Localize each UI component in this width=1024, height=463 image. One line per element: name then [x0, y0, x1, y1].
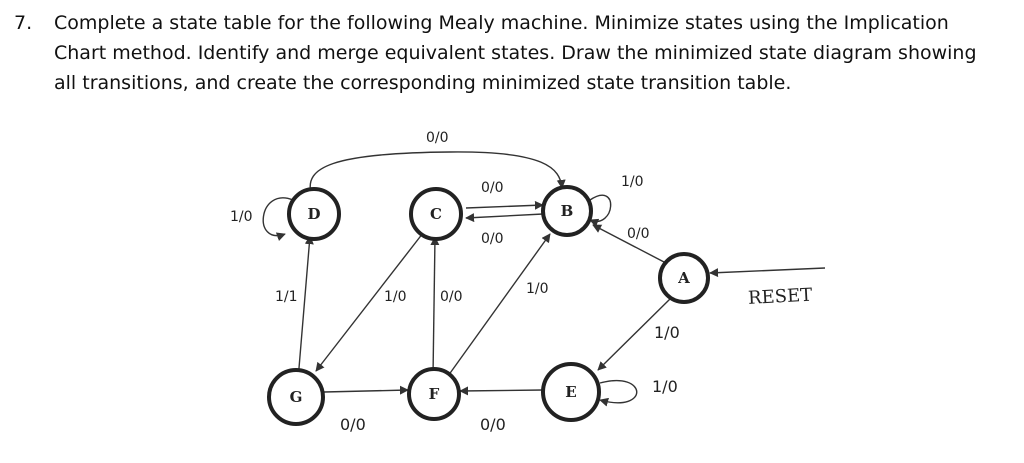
reset-arrow — [709, 267, 826, 278]
edge-f-to-c — [430, 236, 440, 377]
question-line-3: all transitions, and create the correspo… — [54, 72, 792, 94]
state-a: A — [658, 252, 710, 304]
edge-label-a-to-e: 1/0 — [654, 323, 680, 342]
edge-a-to-b — [592, 224, 665, 263]
edge-label-b-self: 1/0 — [621, 174, 644, 190]
edge-label-g-to-d: 1/1 — [275, 289, 298, 305]
state-e-label: E — [565, 383, 576, 401]
state-e: E — [541, 362, 601, 422]
edge-b-to-c — [465, 213, 544, 223]
edge-label-a-to-b: 0/0 — [627, 226, 650, 242]
edge-label-f-to-c: 0/0 — [440, 289, 463, 305]
reset-label: RESET — [748, 285, 813, 309]
question-line-2: Chart method. Identify and merge equival… — [54, 42, 977, 64]
state-b-label: B — [561, 202, 574, 220]
edge-label-d-self: 1/0 — [230, 209, 253, 225]
edge-label-e-to-f: 0/0 — [480, 415, 506, 434]
edge-g-to-d — [297, 235, 314, 381]
state-c: C — [409, 187, 463, 241]
edge-label-c-to-g: 1/0 — [384, 289, 407, 305]
edge-b-self — [589, 194, 612, 228]
state-d: D — [287, 187, 341, 241]
state-f: F — [407, 367, 461, 421]
edge-label-c-to-b: 0/0 — [481, 180, 504, 196]
edge-e-to-f — [459, 386, 544, 396]
edge-g-to-f — [323, 385, 409, 395]
question-line-1: Complete a state table for the following… — [54, 12, 949, 34]
state-f-label: F — [429, 385, 440, 403]
state-d-label: D — [307, 205, 320, 223]
edge-d-to-b — [309, 151, 566, 194]
edge-c-to-g — [315, 232, 424, 372]
state-g-label: G — [290, 388, 303, 406]
state-g: G — [267, 368, 325, 426]
state-c-label: C — [430, 205, 442, 223]
edge-c-to-b — [465, 200, 544, 210]
edge-f-to-b — [447, 233, 551, 377]
state-a-label: A — [677, 269, 690, 287]
question-number: 7. — [14, 12, 33, 34]
edge-e-self — [599, 379, 638, 407]
edge-label-g-to-f: 0/0 — [340, 415, 366, 434]
edge-label-e-self: 1/0 — [652, 377, 678, 396]
edge-d-self — [262, 197, 294, 241]
edge-a-to-e — [597, 296, 673, 371]
edge-label-f-to-b: 1/0 — [526, 281, 549, 297]
edge-label-b-to-c: 0/0 — [481, 231, 504, 247]
edge-label-d-to-b: 0/0 — [426, 130, 449, 146]
state-b: B — [541, 185, 593, 237]
question-text: Complete a state table for the following… — [54, 8, 1014, 98]
